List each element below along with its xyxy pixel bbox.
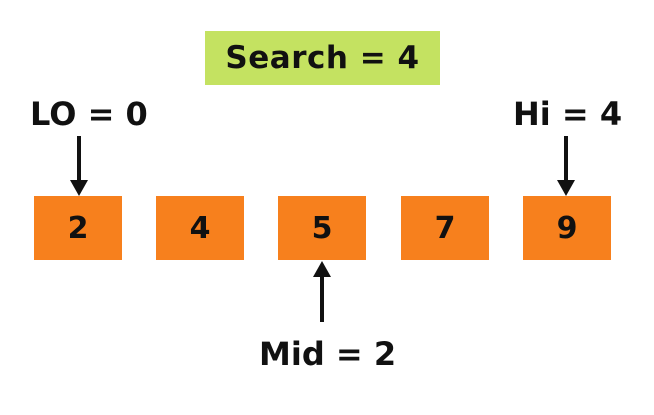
array-cell-value: 5 bbox=[311, 210, 333, 246]
hi-arrow bbox=[557, 136, 575, 196]
lo-pointer-label: LO = 0 bbox=[30, 95, 148, 133]
array-cell: 7 bbox=[401, 196, 489, 260]
array-cell: 2 bbox=[34, 196, 122, 260]
array-cell-value: 9 bbox=[556, 210, 578, 246]
hi-pointer-label: Hi = 4 bbox=[513, 95, 623, 133]
search-target-banner: Search = 4 bbox=[205, 31, 440, 85]
lo-arrow bbox=[70, 136, 88, 196]
array-cell-value: 2 bbox=[67, 210, 89, 246]
array-cell-value: 4 bbox=[189, 210, 211, 246]
array-cell: 9 bbox=[523, 196, 611, 260]
mid-pointer-label: Mid = 2 bbox=[259, 335, 397, 373]
array-cell: 5 bbox=[278, 196, 366, 260]
mid-arrow bbox=[313, 261, 331, 322]
array-cell: 4 bbox=[156, 196, 244, 260]
search-label: Search = 4 bbox=[225, 40, 420, 76]
array-cell-value: 7 bbox=[434, 210, 456, 246]
